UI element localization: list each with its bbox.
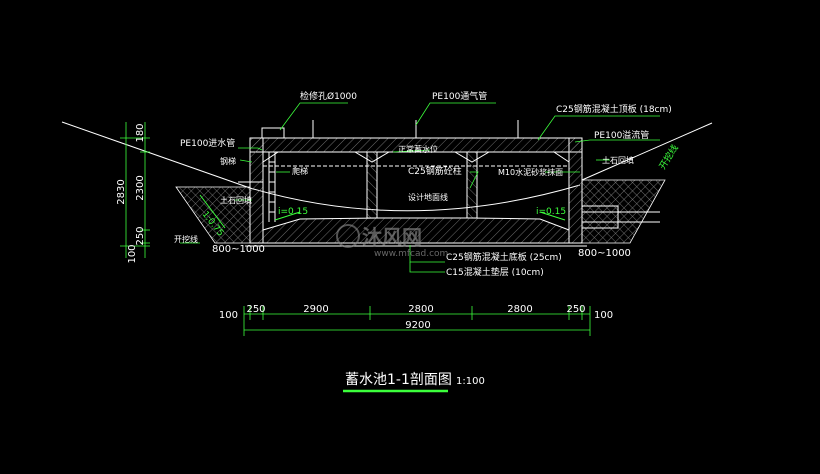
watermark: 沐风网 www.mfcad.com <box>336 224 448 259</box>
dim-v-lower: 250 <box>135 226 146 245</box>
dim-h-edge-right: 100 <box>594 310 613 321</box>
label-water-level: 正常蓄水位 <box>398 144 438 154</box>
label-ladder: 爬梯 <box>292 166 308 176</box>
label-inlet-pipe: PE100进水管 <box>180 137 235 149</box>
watermark-url: www.mfcad.com <box>374 249 448 259</box>
label-mortar: M10水泥砂浆抹面 <box>498 167 563 177</box>
dim-h-span-3: 2800 <box>507 304 532 315</box>
label-bottom-slab: C25钢筋混凝土底板 (25cm) <box>446 251 562 263</box>
tank-structure <box>238 120 660 247</box>
label-excavation-left: 开挖线 <box>174 234 198 244</box>
ground-line-right <box>581 122 713 181</box>
label-roof-slab: C25钢筋混凝土顶板 (18cm) <box>556 103 672 115</box>
dim-v-top: 180 <box>135 123 146 142</box>
dim-h-span-1: 2900 <box>303 304 328 315</box>
drawing-title: 蓄水池1-1剖面图 1:100 <box>343 372 485 393</box>
label-column: C25钢筋砼柱 <box>408 165 462 177</box>
column-cap-right <box>454 151 490 163</box>
dim-h-wall-right: 250 <box>566 304 585 315</box>
slope-marks <box>199 194 566 229</box>
horizontal-dimensions: 100 250 2900 2800 2800 250 100 9200 <box>219 304 613 336</box>
label-work-face-left: 800~1000 <box>212 244 265 255</box>
dim-v-total: 2830 <box>116 179 127 204</box>
dim-h-wall-left: 250 <box>246 304 265 315</box>
label-manhole: 检修孔Ø1000 <box>300 90 357 102</box>
dim-v-bottom: 100 <box>127 244 138 263</box>
label-work-face-right: 800~1000 <box>578 248 631 259</box>
label-excavation-right: 开挖线 <box>656 142 680 171</box>
label-overflow-pipe: PE100溢流管 <box>594 129 649 141</box>
ladder <box>268 152 276 222</box>
ground-lines <box>61 121 713 212</box>
bottom-slab <box>262 217 570 244</box>
label-bottom-slope-right: i=0.15 <box>536 207 566 217</box>
label-design-ground: 设计地面线 <box>408 192 448 202</box>
label-backfill-left: 土石回填 <box>220 195 252 205</box>
manhole <box>261 127 285 139</box>
label-cushion: C15混凝土垫层 (10cm) <box>446 266 544 278</box>
watermark-text: 沐风网 <box>362 225 422 249</box>
label-vent-pipe: PE100通气管 <box>432 90 487 102</box>
dim-h-span-2: 2800 <box>408 304 433 315</box>
title-text: 蓄水池1-1剖面图 <box>345 372 452 388</box>
watermark-logo-icon <box>336 224 360 248</box>
haunch-top-left <box>262 151 280 163</box>
column-cap-left <box>354 151 390 163</box>
dim-v-middle: 2300 <box>135 175 146 200</box>
wall-right <box>568 137 583 244</box>
vertical-dimensions: 180 2300 250 100 2830 <box>116 122 150 264</box>
wall-left <box>249 137 264 244</box>
label-backfill-right: 土石回填 <box>602 155 634 165</box>
backfill-left <box>175 186 251 244</box>
leader-lines <box>180 102 660 273</box>
outlet-pipes <box>581 205 660 229</box>
dim-h-edge-left: 100 <box>219 310 238 321</box>
dim-h-total: 9200 <box>405 320 430 331</box>
design-ground-curve <box>249 184 581 212</box>
title-scale: 1:100 <box>456 376 485 387</box>
label-rebar: 钢梯 <box>220 156 236 166</box>
column-left <box>366 151 378 219</box>
column-right <box>466 151 478 219</box>
ground-line-left <box>61 121 251 189</box>
label-bottom-slope-left: i=0.15 <box>278 207 308 217</box>
haunch-top-right <box>552 151 570 163</box>
